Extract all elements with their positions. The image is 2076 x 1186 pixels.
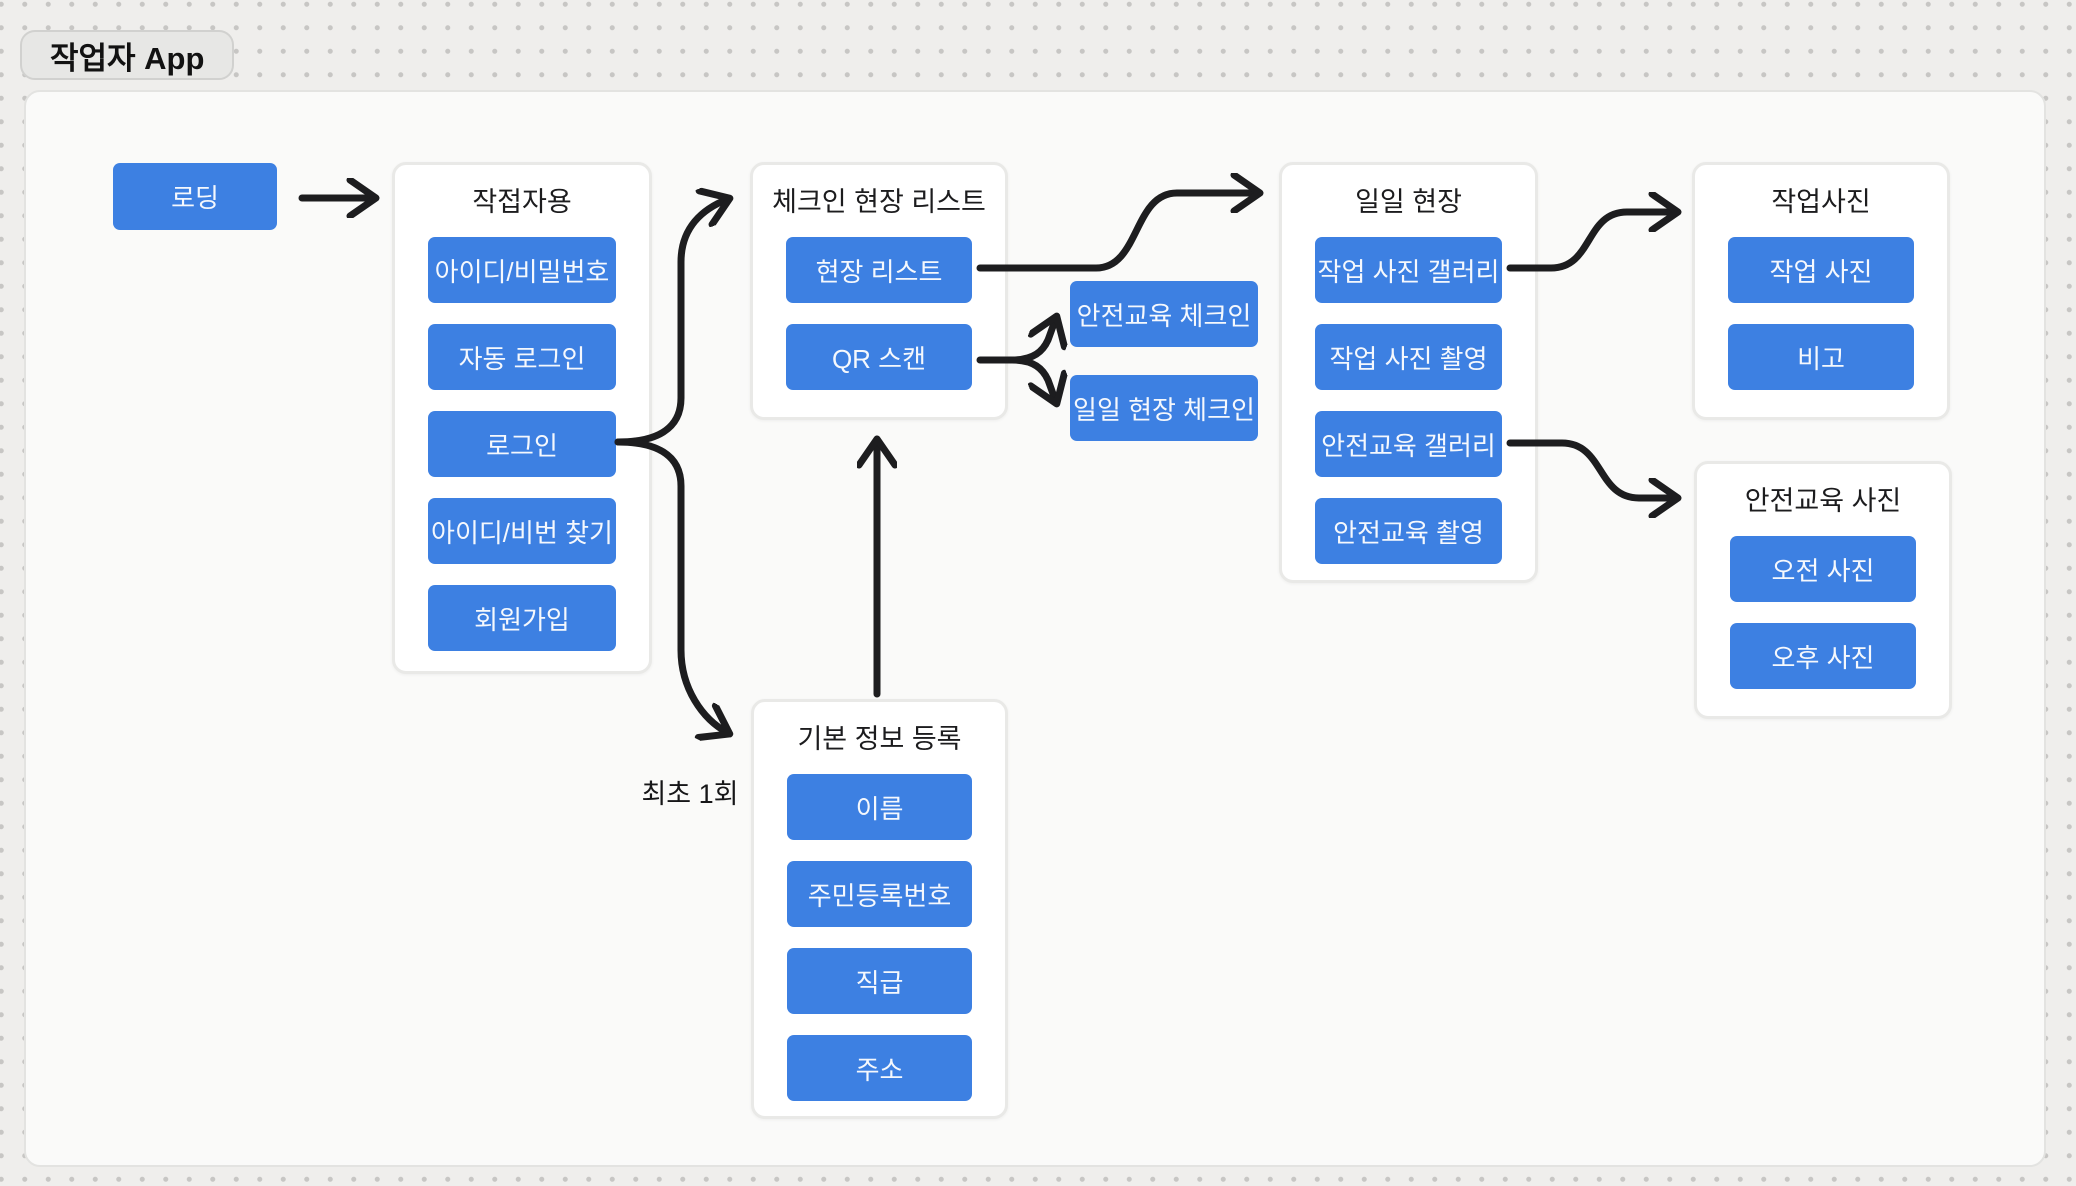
group-safety-edu-photo-title: 안전교육 사진: [1744, 486, 1902, 516]
button-auto-login[interactable]: 자동 로그인: [428, 324, 616, 390]
group-work-photo-title: 작업사진: [1771, 187, 1871, 217]
group-daily-site: 일일 현장 작업 사진 갤러리 작업 사진 촬영 안전교육 갤러리 안전교육 촬…: [1279, 162, 1538, 583]
button-afternoon-photo[interactable]: 오후 사진: [1730, 623, 1916, 689]
button-find-id-password[interactable]: 아이디/비번 찾기: [428, 498, 616, 564]
group-worker-login-title: 작접자용: [472, 187, 572, 217]
button-work-photo[interactable]: 작업 사진: [1728, 237, 1914, 303]
button-safety-edu-capture[interactable]: 안전교육 촬영: [1315, 498, 1502, 564]
group-basic-info: 기본 정보 등록 이름 주민등록번호 직급 주소: [751, 699, 1008, 1119]
group-basic-info-title: 기본 정보 등록: [797, 724, 962, 754]
group-safety-edu-photo: 안전교육 사진 오전 사진 오후 사진: [1694, 461, 1952, 719]
button-id-password[interactable]: 아이디/비밀번호: [428, 237, 616, 303]
button-site-list[interactable]: 현장 리스트: [786, 237, 972, 303]
board-title: 작업자 App: [50, 40, 205, 76]
group-worker-login: 작접자용 아이디/비밀번호 자동 로그인 로그인 아이디/비번 찾기 회원가입: [392, 162, 652, 674]
button-safety-edu-gallery[interactable]: 안전교육 갤러리: [1315, 411, 1502, 477]
board-title-pill: 작업자 App: [20, 30, 235, 80]
button-login[interactable]: 로그인: [428, 411, 616, 477]
node-daily-site-checkin[interactable]: 일일 현장 체크인: [1070, 375, 1258, 441]
button-qr-scan[interactable]: QR 스캔: [786, 324, 972, 390]
button-name[interactable]: 이름: [787, 774, 972, 840]
button-note[interactable]: 비고: [1728, 324, 1914, 390]
group-work-photo: 작업사진 작업 사진 비고: [1692, 162, 1950, 420]
button-position[interactable]: 직급: [787, 948, 972, 1014]
node-safety-edu-checkin[interactable]: 안전교육 체크인: [1070, 281, 1258, 347]
group-daily-site-title: 일일 현장: [1355, 187, 1462, 217]
label-first-time: 최초 1회: [641, 779, 739, 809]
button-address[interactable]: 주소: [787, 1035, 972, 1101]
group-checkin-site-list: 체크인 현장 리스트 현장 리스트 QR 스캔: [750, 162, 1008, 420]
button-work-photo-gallery[interactable]: 작업 사진 갤러리: [1315, 237, 1502, 303]
button-morning-photo[interactable]: 오전 사진: [1730, 536, 1916, 602]
button-work-photo-capture[interactable]: 작업 사진 촬영: [1315, 324, 1502, 390]
button-signup[interactable]: 회원가입: [428, 585, 616, 651]
node-loading[interactable]: 로딩: [113, 163, 277, 230]
group-checkin-site-list-title: 체크인 현장 리스트: [772, 187, 986, 217]
button-resident-id[interactable]: 주민등록번호: [787, 861, 972, 927]
